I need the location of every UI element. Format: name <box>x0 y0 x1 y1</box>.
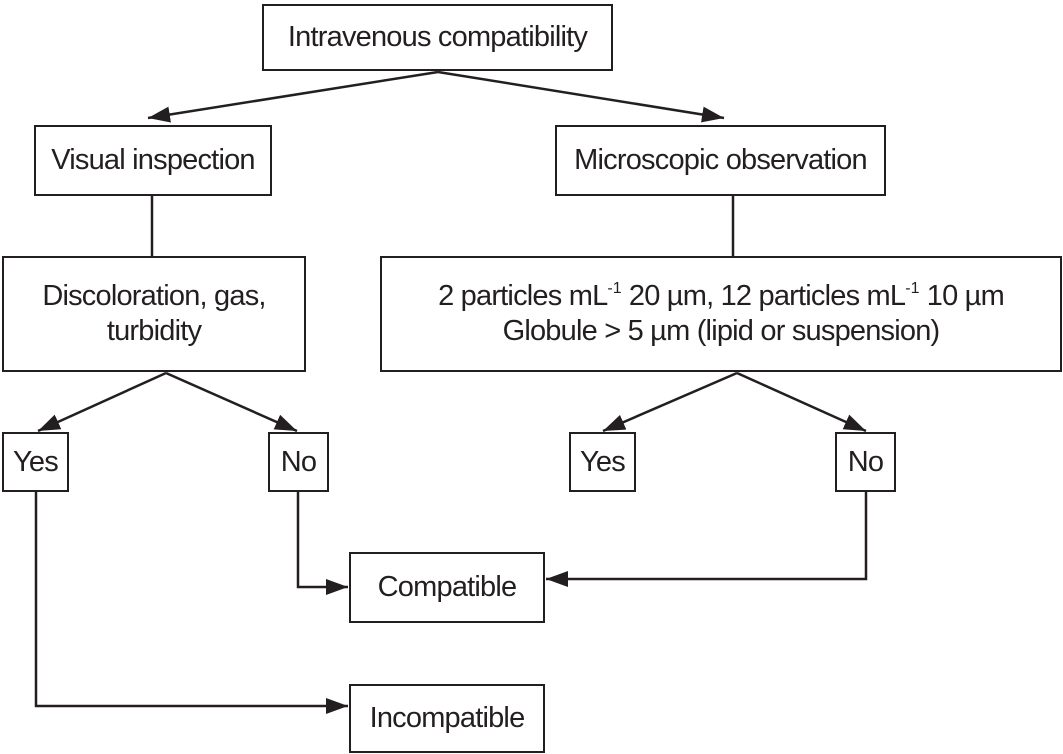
arrow-visual-no-to-compatible <box>296 492 348 595</box>
visual-no-label: No <box>280 445 317 478</box>
criteria-part-2: 20 µm, 12 particles mL <box>621 280 906 313</box>
micro-no-label: No <box>847 445 884 478</box>
micro-yes-box: Yes <box>569 432 636 492</box>
micro-yes-label: Yes <box>580 445 626 478</box>
visual-yes-box: Yes <box>2 432 69 492</box>
arrow-micro-criteria-to-yes <box>602 371 738 433</box>
arrow-root-to-microscopic <box>437 70 725 123</box>
microscopic-criteria-box: 2 particles mL-1 20 µm, 12 particles mL-… <box>380 256 1062 372</box>
criteria-exponent-1: -1 <box>607 280 622 298</box>
microscopic-observation-box: Microscopic observation <box>555 125 886 196</box>
visual-criteria-box: Discoloration, gas, turbidity <box>2 256 306 372</box>
microscopic-criteria-line-2: Globule > 5 µm (lipid or suspension) <box>502 315 941 347</box>
root-label: Intravenous compatibility <box>287 21 588 54</box>
arrow-visual-criteria-to-no <box>165 371 298 433</box>
incompatible-label: Incompatible <box>369 702 526 735</box>
microscopic-criteria-line-1: 2 particles mL-1 20 µm, 12 particles mL-… <box>438 279 1005 314</box>
compatible-label: Compatible <box>377 571 517 604</box>
microscopic-observation-label: Microscopic observation <box>574 144 867 177</box>
criteria-exponent-2: -1 <box>905 280 920 298</box>
root-box: Intravenous compatibility <box>262 4 613 71</box>
compatible-box: Compatible <box>349 552 545 623</box>
visual-no-box: No <box>268 432 329 492</box>
visual-yes-label: Yes <box>13 445 59 478</box>
arrow-root-to-visual <box>147 70 439 123</box>
incompatible-box: Incompatible <box>349 684 545 753</box>
visual-criteria-line-1: Discoloration, gas, <box>42 280 266 313</box>
arrow-micro-criteria-to-no <box>736 371 867 433</box>
visual-criteria-line-2: turbidity <box>106 315 202 347</box>
arrow-visual-yes-to-incompatible <box>34 492 348 714</box>
visual-inspection-label: Visual inspection <box>51 144 255 177</box>
arrow-micro-no-to-compatible <box>546 492 868 587</box>
criteria-part-1: 2 particles mL <box>438 280 608 313</box>
micro-no-box: No <box>835 432 896 492</box>
visual-inspection-box: Visual inspection <box>34 125 272 196</box>
criteria-part-3: 10 µm <box>919 280 1005 313</box>
arrow-visual-criteria-to-yes <box>37 371 167 433</box>
